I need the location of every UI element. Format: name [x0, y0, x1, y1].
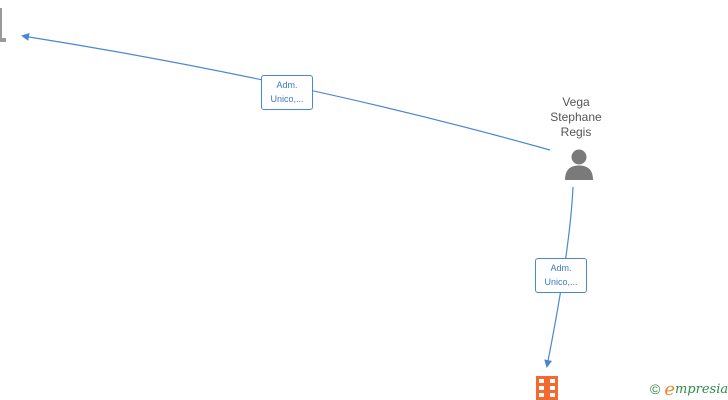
- edge-label-bottom[interactable]: Adm. Unico,...: [535, 258, 587, 293]
- brand-name: mpresia: [674, 381, 728, 397]
- brand-initial: e: [664, 378, 675, 400]
- person-name-line: Stephane: [550, 110, 602, 124]
- person-icon[interactable]: [564, 148, 594, 180]
- building-icon[interactable]: [535, 376, 559, 400]
- person-name[interactable]: Vega Stephane Regis: [536, 95, 616, 140]
- edge-label-line: Unico,...: [270, 94, 304, 104]
- offscreen-company-icon[interactable]: [0, 4, 8, 44]
- copyright-icon: ©: [650, 381, 661, 397]
- person-name-line: Regis: [560, 125, 592, 139]
- edge-label-top[interactable]: Adm. Unico,...: [261, 75, 313, 110]
- edge-label-line: Adm.: [550, 263, 572, 273]
- edge-label-line: Adm.: [276, 80, 298, 90]
- person-name-line: Vega: [562, 95, 590, 109]
- edge-label-line: Unico,...: [544, 277, 578, 287]
- brand-logo: © e mpresia: [650, 378, 728, 400]
